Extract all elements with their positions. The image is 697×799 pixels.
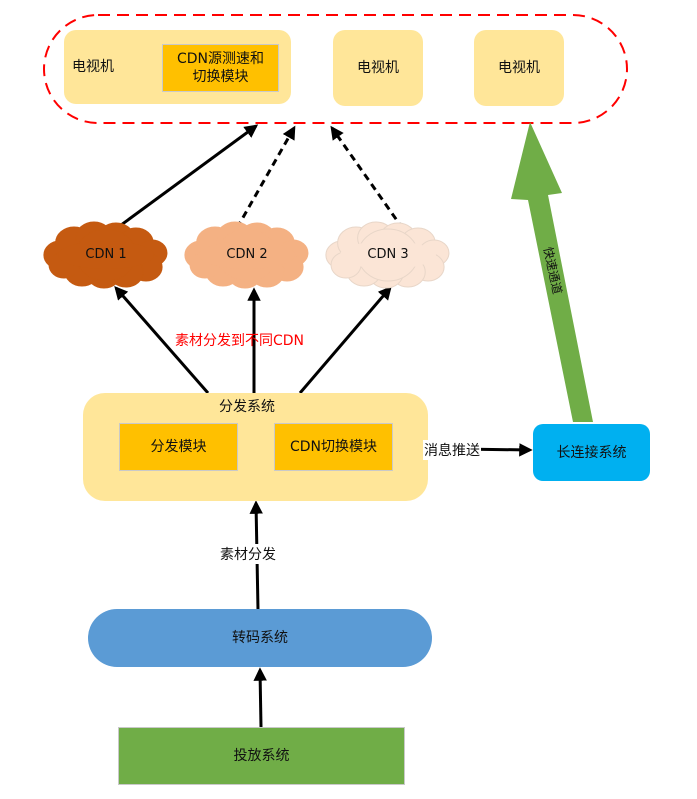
tv-2-label: 电视机	[357, 60, 399, 76]
cdn1-label-box: CDN 1	[46, 240, 166, 270]
long-connection-label: 长连接系统	[556, 444, 627, 461]
arrow-cdn1-to-tv	[116, 124, 259, 230]
transcoding-system: 转码系统	[88, 609, 432, 667]
arrow-dist-to-cdn3	[298, 285, 392, 394]
arrow-delivery-to-transcode	[253, 667, 267, 728]
tv-1-label: 电视机	[72, 59, 114, 75]
arrow-dist-to-cdn1	[114, 285, 210, 394]
cdn3-label-box: CDN 3	[328, 240, 448, 270]
tv-group-border	[43, 14, 628, 124]
arrow-cdn2-to-tv-dashed	[235, 125, 296, 229]
module-label-line2: 切换模块	[192, 69, 249, 85]
material-distribution-label: 素材分发	[219, 544, 277, 564]
tv-2: 电视机	[333, 30, 423, 106]
cdn2-cloud	[184, 221, 309, 289]
delivery-label: 投放系统	[233, 748, 290, 764]
cdn2-label: CDN 2	[226, 247, 268, 262]
cloud-core	[199, 241, 295, 269]
transcoding-label: 转码系统	[232, 630, 288, 646]
tv-3: 电视机	[474, 30, 564, 106]
fast-channel-arrow	[511, 122, 593, 422]
distribution-module-label: 分发模块	[150, 439, 207, 455]
cdn2-label-box: CDN 2	[187, 240, 307, 270]
distribution-system-title: 分发系统	[219, 399, 275, 415]
cdn3-cloud	[325, 221, 450, 289]
delivery-system: 投放系统	[118, 727, 405, 785]
module-label-line1: CDN源测速和	[176, 51, 265, 67]
cdn-speedtest-switch-module: CDN源测速和 切换模块	[162, 44, 279, 92]
cdn-switch-module: CDN切换模块	[274, 423, 393, 471]
cloud-core	[340, 241, 436, 269]
message-push-label: 消息推送	[423, 440, 481, 460]
cdn1-label: CDN 1	[85, 247, 127, 262]
cdn-distribution-label: 素材分发到不同CDN	[175, 333, 305, 349]
distribution-module: 分发模块	[119, 423, 238, 471]
cdn1-cloud	[43, 221, 168, 289]
tv-3-label: 电视机	[498, 60, 540, 76]
cdn-switch-module-label: CDN切换模块	[289, 439, 378, 455]
long-connection-system: 长连接系统	[533, 424, 650, 481]
cloud-core	[58, 241, 154, 269]
arrow-cdn3-to-tv-dashed	[330, 125, 405, 230]
cdn3-label: CDN 3	[367, 247, 409, 262]
